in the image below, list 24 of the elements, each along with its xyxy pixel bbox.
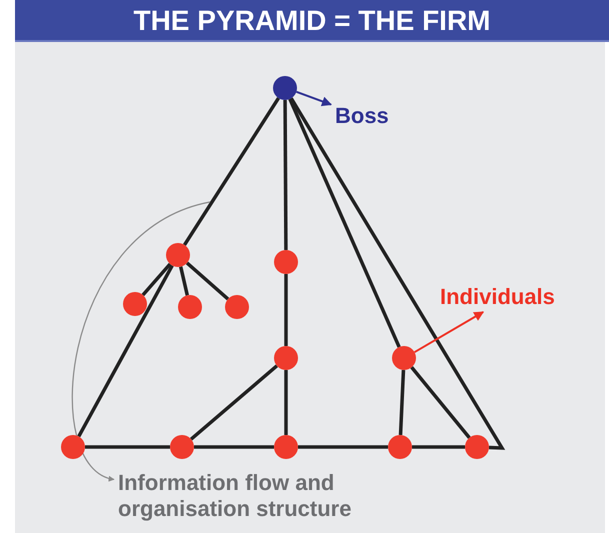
connector-line <box>284 274 288 346</box>
connector-line <box>186 262 230 300</box>
connector-line <box>398 370 406 436</box>
annotation-label: Individuals <box>440 284 585 310</box>
annotation-label: Information flow and organisation structure <box>118 470 408 522</box>
connector-line <box>142 262 172 296</box>
connector-line <box>194 445 274 449</box>
connector-line <box>290 97 506 450</box>
annotation-label: Boss <box>335 103 410 129</box>
connector-line <box>410 366 471 439</box>
connector-line <box>183 97 280 246</box>
connector-line <box>412 445 465 449</box>
connector-line <box>288 98 401 348</box>
connector-line <box>85 445 170 449</box>
connector-line <box>298 445 388 449</box>
connector-line <box>283 100 288 250</box>
connector-line <box>284 370 288 435</box>
connector-line <box>179 266 189 296</box>
arrow <box>414 311 484 354</box>
title-banner: THE PYRAMID = THE FIRM <box>15 0 609 42</box>
arrow <box>296 90 332 106</box>
connector-line <box>77 264 174 438</box>
curved-arrow <box>72 201 210 480</box>
connector-line <box>190 364 278 441</box>
